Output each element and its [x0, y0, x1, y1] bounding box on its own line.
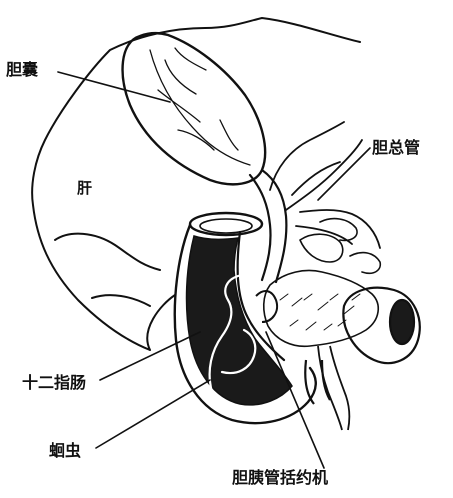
label-liver: 肝	[77, 181, 92, 196]
liver-fold-2	[92, 295, 150, 306]
common-bile-duct	[250, 170, 286, 282]
gallbladder-shape	[123, 33, 266, 184]
label-worm: 蛔虫	[49, 443, 81, 459]
leader-cbd	[318, 148, 370, 200]
gallbladder-veins	[150, 48, 250, 165]
duodenum-interior	[187, 236, 292, 405]
duodenum-lumen	[200, 219, 252, 233]
label-gallbladder: 胆囊	[6, 62, 38, 78]
intestine-lumen	[390, 300, 414, 344]
mesenteric-vessel	[318, 346, 349, 430]
portal-vessels	[300, 219, 380, 274]
leader-worm	[96, 380, 210, 448]
label-common-bile-duct: 胆总管	[372, 140, 420, 156]
leader-gallbladder	[58, 72, 170, 102]
liver-fold	[55, 234, 160, 270]
papilla-vessel	[256, 291, 277, 322]
label-duodenum: 十二指肠	[22, 375, 86, 391]
vessel-stub	[305, 360, 330, 404]
pancreas	[264, 271, 379, 347]
label-sphincter: 胆胰管括约机	[232, 470, 328, 486]
